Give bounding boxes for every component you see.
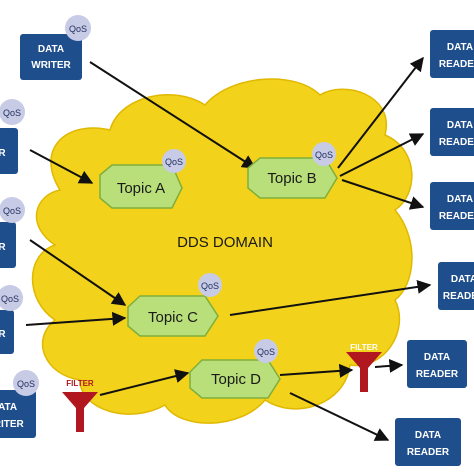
data-reader-3[interactable]: DATA READER xyxy=(430,182,474,230)
arrow-topic-d-reader6 xyxy=(289,392,390,441)
qos-label: QoS xyxy=(315,150,333,160)
arrow-topic-b-reader1 xyxy=(337,56,424,169)
reader-5-line2: READER xyxy=(416,369,459,380)
qos-label: QoS xyxy=(201,281,219,291)
writer-5-line1: DATA xyxy=(0,402,17,413)
arrow-writer2-topic-a xyxy=(29,149,94,184)
data-reader-5[interactable]: DATA READER xyxy=(407,340,467,388)
qos-label: QoS xyxy=(257,347,275,357)
writer-1-line2: WRITER xyxy=(31,60,71,71)
reader-2-line1: DATA xyxy=(447,120,473,131)
reader-5-line1: DATA xyxy=(424,352,450,363)
filter-right: FILTER xyxy=(346,343,382,392)
reader-6-line1: DATA xyxy=(415,430,441,441)
data-writer-4[interactable]: R QoS xyxy=(0,285,23,354)
arrow-filter-topic-d xyxy=(99,369,190,396)
reader-3-line2: READER xyxy=(439,211,474,222)
qos-icon xyxy=(0,99,25,125)
writer-3-line2: R xyxy=(0,242,6,253)
qos-icon xyxy=(0,197,25,223)
data-reader-4[interactable]: DATA READER xyxy=(438,262,474,310)
data-reader-6[interactable]: DATA READER xyxy=(395,418,461,466)
topic-b[interactable]: Topic B QoS xyxy=(247,142,338,199)
qos-icon xyxy=(0,285,23,311)
reader-1-line2: READER xyxy=(439,59,474,70)
reader-2-line2: READER xyxy=(439,137,474,148)
qos-icon xyxy=(65,15,91,41)
data-writer-2[interactable]: R QoS xyxy=(0,99,25,174)
reader-4-line2: READER xyxy=(443,291,474,302)
topic-a-label: Topic A xyxy=(117,180,165,197)
topic-a[interactable]: Topic A QoS xyxy=(99,149,186,209)
data-writer-3[interactable]: R QoS xyxy=(0,197,25,268)
data-reader-2[interactable]: DATA READER xyxy=(430,108,474,156)
arrow-topic-b-reader3 xyxy=(341,179,425,210)
qos-label: QoS xyxy=(165,157,183,167)
writer-4-line2: R xyxy=(0,329,6,340)
topic-b-label: Topic B xyxy=(267,170,316,187)
qos-label: QoS xyxy=(3,108,21,118)
data-reader-1[interactable]: DATA READER xyxy=(430,30,474,78)
data-writer-5[interactable]: DATA WRITER QoS xyxy=(0,370,39,438)
filter-left: FILTER xyxy=(62,379,98,432)
qos-icon xyxy=(254,339,278,363)
arrow-writer3-topic-c xyxy=(29,239,127,306)
reader-6-line2: READER xyxy=(407,447,450,458)
qos-label: QoS xyxy=(3,206,21,216)
arrow-topic-b-reader2 xyxy=(339,133,425,177)
reader-3-line1: DATA xyxy=(447,194,473,205)
topic-d-label: Topic D xyxy=(211,371,261,388)
writer-2-line2: R xyxy=(0,148,6,159)
qos-label: QoS xyxy=(69,24,87,34)
arrow-filter-reader5 xyxy=(374,358,404,373)
topic-c-label: Topic C xyxy=(148,309,198,326)
arrow-topic-c-reader4 xyxy=(229,279,432,316)
data-writer-1[interactable]: DATA WRITER QoS xyxy=(20,15,91,80)
arrows xyxy=(25,56,432,441)
qos-label: QoS xyxy=(1,294,19,304)
qos-icon xyxy=(312,142,336,166)
qos-icon xyxy=(198,273,222,297)
writer-5-line2: WRITER xyxy=(0,419,24,430)
qos-icon xyxy=(13,370,39,396)
arrow-writer4-topic-c xyxy=(25,311,127,326)
reader-4-line1: DATA xyxy=(451,274,474,285)
reader-1-line1: DATA xyxy=(447,42,473,53)
arrow-topic-d-filter xyxy=(279,363,354,378)
filter-label: FILTER xyxy=(66,379,94,388)
topic-c[interactable]: Topic C QoS xyxy=(127,273,222,337)
domain-label: DDS DOMAIN xyxy=(177,234,273,251)
qos-label: QoS xyxy=(17,379,35,389)
topic-d[interactable]: Topic D QoS xyxy=(189,339,281,399)
writer-1-line1: DATA xyxy=(38,44,64,55)
arrow-writer1-topic-b xyxy=(89,61,257,169)
filter-label: FILTER xyxy=(350,343,378,352)
qos-icon xyxy=(162,149,186,173)
